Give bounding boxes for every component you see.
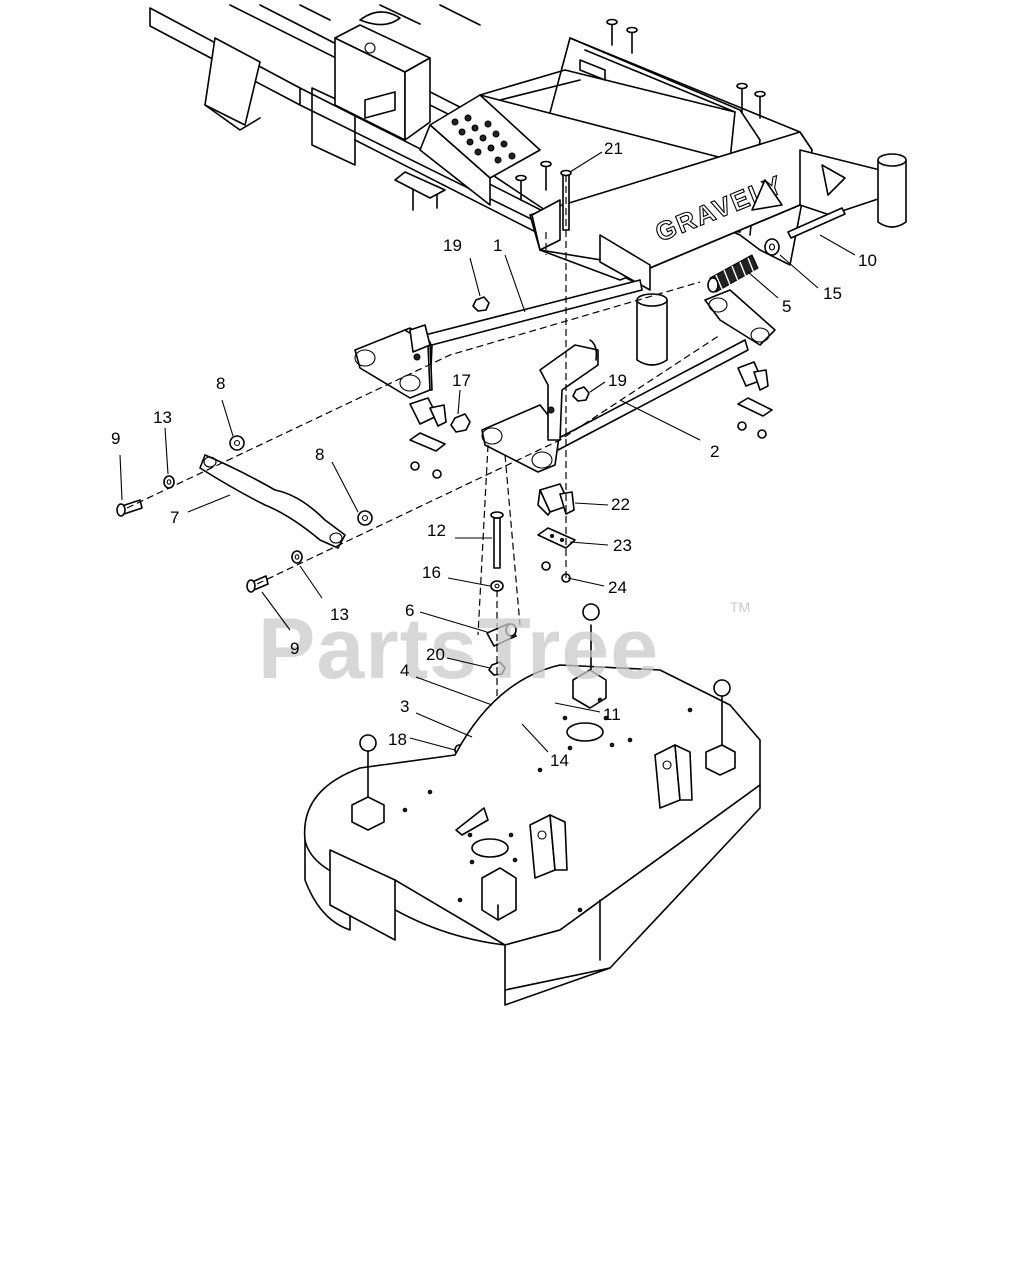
part-8-washer: [229, 435, 373, 526]
callout-7: 7: [170, 508, 179, 527]
callout-8: 8: [315, 445, 324, 464]
part-16-washer: [490, 580, 504, 592]
callout-4: 4: [400, 661, 409, 680]
callout-21: 21: [604, 139, 623, 158]
callout-12: 12: [427, 521, 446, 540]
part-5-spring: [707, 254, 759, 293]
part-9-bolt: [116, 499, 269, 593]
callout-5: 5: [782, 297, 791, 316]
callout-labels: 1 2 3 4 5 6 7 8 8 9 9 10 11 12 13 13 14 …: [111, 139, 877, 770]
callout-19: 19: [608, 371, 627, 390]
watermark-text: PartsTree: [258, 601, 659, 697]
part-2-lift-arm: [481, 289, 776, 473]
callout-19: 19: [443, 236, 462, 255]
watermark: PartsTree TM: [258, 599, 750, 697]
callout-20: 20: [426, 645, 445, 664]
mower-frame: GRAVELY: [149, 4, 907, 366]
callout-13: 13: [330, 605, 349, 624]
callout-9: 9: [290, 639, 299, 658]
callout-14: 14: [550, 751, 569, 770]
part-6-bushing: [486, 623, 517, 647]
callout-11: 11: [603, 705, 621, 724]
part-1-lift-arm: [354, 279, 643, 399]
callout-10: 10: [858, 251, 877, 270]
callout-17: 17: [452, 371, 471, 390]
callout-leaders: [119, 151, 856, 753]
callout-6: 6: [405, 601, 414, 620]
callout-3: 3: [400, 697, 409, 716]
callout-18: 18: [388, 730, 407, 749]
watermark-trademark: TM: [730, 599, 750, 615]
part-10-pin: [787, 207, 846, 239]
foot-plate-holes: [451, 114, 516, 164]
callout-13: 13: [153, 408, 172, 427]
part-22-hanger-block: [409, 361, 769, 516]
part-19-nut: [472, 296, 590, 402]
part-12-bolt: [490, 511, 504, 569]
callout-1: 1: [493, 236, 502, 255]
callout-2: 2: [710, 442, 719, 461]
part-17-locknut: [450, 413, 471, 433]
part-13-washer: [163, 475, 303, 564]
callout-16: 16: [422, 563, 441, 582]
callout-22: 22: [611, 495, 630, 514]
part-24-nut: [410, 421, 767, 583]
callout-23: 23: [613, 536, 632, 555]
callout-9: 9: [111, 429, 120, 448]
part-15-washer: [764, 238, 780, 256]
callout-8: 8: [216, 374, 225, 393]
part-7-link-bar: [199, 454, 346, 549]
callout-15: 15: [823, 284, 842, 303]
mower-deck: [303, 603, 761, 1006]
callout-24: 24: [608, 578, 627, 597]
